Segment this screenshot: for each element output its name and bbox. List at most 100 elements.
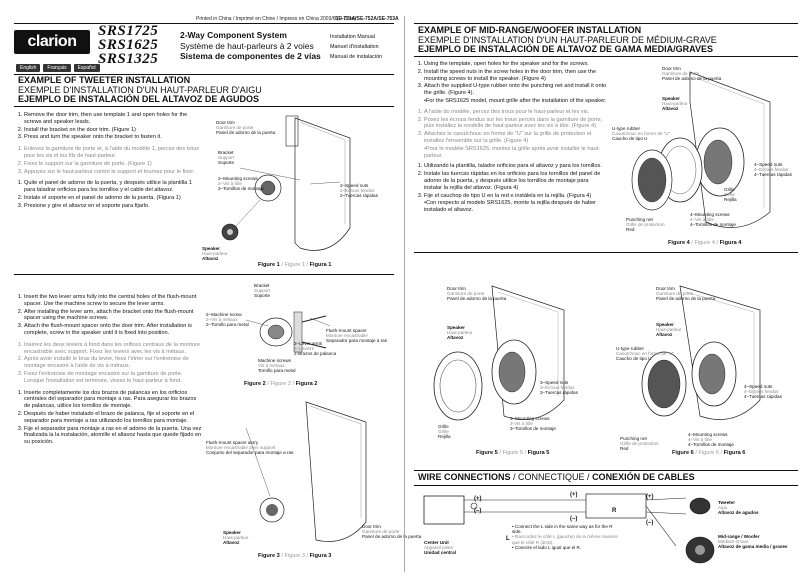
step: Fixez le support sur la garniture de por… <box>24 161 204 168</box>
step: Attachez le caoutchouc en forme de "U" s… <box>424 131 608 145</box>
step: A l'aide du modèle, percez des trous pou… <box>424 109 608 116</box>
label-speed-nuts-4: 4–Speed nuts 4–Ecrous fendus 4–Tuercas r… <box>754 162 792 178</box>
label-bracket-2: Bracket Support Soporte <box>254 283 271 299</box>
step: Posez les écrous fendus sur les trous pe… <box>424 117 608 131</box>
woofer-heading: EXAMPLE OF MID-RANGE/WOOFER INSTALLATION… <box>418 25 717 55</box>
product-title: 2-Way Component System Système de haut-p… <box>180 30 321 62</box>
wire-heading: WIRE CONNECTIONS / CONNECTIQUE / CONEXIÓ… <box>418 472 695 482</box>
label-door-trim-6: Door trim Garniture de porte Panel de ad… <box>656 286 716 302</box>
steps-fr-1: Enlevez la garniture de porte et, à l'ai… <box>14 146 204 175</box>
step: Fixez l'entretoise de montage encastré s… <box>24 371 204 385</box>
steps-es-2: Inserte completamente los dos brazos de … <box>14 390 204 446</box>
label-tweeter: Tweeter Aigu Altavoz de agudos <box>718 500 759 516</box>
wire-minus-3: (–) <box>646 520 654 526</box>
steps-en-2: Insert the two lever arms fully into the… <box>14 294 204 337</box>
wiring-diagram <box>423 493 715 564</box>
figure-1-diagram <box>221 115 351 251</box>
woofer-steps-es: Utilizando la plantilla, taladre orifici… <box>414 163 608 199</box>
manual-type: Installation Manual Manuel d'installatio… <box>330 32 382 62</box>
woofer-heading-es: EJEMPLO DE INSTALACIÓN DE ALTAVOZ DE GAM… <box>418 44 714 54</box>
manual-fr: Manuel d'installation <box>330 44 379 50</box>
label-bracket-1: Bracket Support Soporte <box>218 150 235 166</box>
step: Inserte completamente los dos brazos de … <box>24 390 204 410</box>
header-rule <box>14 23 394 24</box>
figure-5-diagram <box>433 285 565 421</box>
label-speaker-6: Speaker Haut-parleur Altavoz <box>656 322 682 338</box>
step: Appuyez sur le haut-parleur contre le su… <box>24 169 204 176</box>
figure-3-caption: Figure 3 / Figure 3 / Figura 3 <box>258 553 332 559</box>
label-door-trim-4: Door trim Garniture de porte Panel de ad… <box>662 66 722 82</box>
steps-es-1: Quite el panel de adorno de la puerta, y… <box>14 180 204 209</box>
step: Using the template, open holes for the s… <box>424 61 608 68</box>
steps-en-1: Remove the door trim, then use template … <box>14 112 204 141</box>
step: Presione y gire el altavoz en el soporte… <box>24 203 204 210</box>
label-door-trim-1: Door trim Garniture de porte Panel de ad… <box>216 120 276 136</box>
label-punching-net-4: Punching net Grille de protection Red <box>626 217 665 233</box>
label-mounting-screws-1: 2–Mounting screws 2–Vis à tôle 2–Tornill… <box>218 176 264 192</box>
label-speaker-3: Speaker Haut-parleur Altavoz <box>223 530 249 546</box>
label-speed-nuts-5: 3–Speed nuts 3–Ecrous fendus 3–Tuercas r… <box>540 380 578 396</box>
label-punching-net-6: Punching net Grille de protection Red <box>620 436 659 452</box>
label-speed-nuts-6: 4–Speed nuts 4–Ecrous fendus 4–Tuercas r… <box>744 384 782 400</box>
title-en: 2-Way Component System <box>180 30 287 40</box>
step: Fije el separador para montaje a ras en … <box>24 426 204 446</box>
woofer-heading-en: EXAMPLE OF MID-RANGE/WOOFER INSTALLATION <box>418 25 642 35</box>
tweeter-heading-es: EJEMPLO DE INSTALACIÓN DEL ALTAVOZ DE AG… <box>18 94 260 104</box>
label-mounting-screws-5: 3–Mounting screws 3-Vis à tôle 3–Tornill… <box>510 416 556 432</box>
clarion-logo: clarion <box>14 30 90 54</box>
tweeter-rule <box>14 74 394 75</box>
step: Enlevez la garniture de porte et, à l'ai… <box>24 146 204 160</box>
divider-1 <box>14 274 394 275</box>
woofer-note-fr: •Pour le modèle SRS1625, montez la grill… <box>424 145 601 159</box>
label-speaker-4: Speaker Haut-parleur Altavoz <box>662 96 688 112</box>
step: Fije el cauchop de tipo U en la red e in… <box>424 193 608 200</box>
steps-fr-2: Insérez les deux leviers à fond dans les… <box>14 342 204 385</box>
wire-minus-1: (–) <box>474 508 482 514</box>
label-u-rubber-4: U-type rubber Caoutchouc en forme de "U"… <box>612 126 671 142</box>
figure-4-caption: Figure 4 / Figure 4 / Figura 4 <box>668 240 742 246</box>
label-machine-screws-2: Machine screws Vis à métaux Tornillo par… <box>258 358 296 374</box>
label-u-rubber-6: U-type rubber Caoutchouc en forme de "U"… <box>616 346 675 362</box>
manual-en: Installation Manual <box>330 34 375 40</box>
wire-minus-2: (–) <box>570 516 578 522</box>
label-machine-screw-2: 2–Machine screw 2–Vis à métaux 2–Tornill… <box>206 312 249 328</box>
language-tabs: English Français Español <box>16 64 100 72</box>
woofer-steps-fr: A l'aide du modèle, percez des trous pou… <box>414 109 608 145</box>
label-grille-4: Grille Grille Rejilla <box>724 187 737 203</box>
wire-rule <box>414 470 798 471</box>
step: Attach the flush-mount spacer onto the d… <box>24 323 204 337</box>
step: Install the bracket on the door trim. (F… <box>24 127 204 134</box>
figure-5-caption: Figure 5 / Figure 5 / Figura 5 <box>476 450 550 456</box>
printed-note: Printed in China / Imprimé en Chine / Im… <box>196 16 357 22</box>
label-speaker-1: Speaker Haut-parleur Altavoz <box>202 246 228 262</box>
label-grille-5: Grille Grille Rejilla <box>438 424 451 440</box>
title-fr: Système de haut-parleurs à 2 voies <box>180 40 314 51</box>
wire-r-label: R <box>612 508 617 514</box>
label-door-trim-3: Door trim Garniture de porte Panel de ad… <box>362 524 422 540</box>
step: Press and turn the speaker onto the brac… <box>24 134 204 141</box>
tweeter-steps-1: Remove the door trim, then use template … <box>14 112 204 211</box>
woofer-rule-2 <box>414 56 798 57</box>
label-flush-assy-3: Flush-mount spacer ass'y Monture encastr… <box>206 440 294 456</box>
wire-connect-note: • Connect the L side in the same way as … <box>512 524 618 550</box>
model-2: SRS1625 <box>98 37 159 53</box>
figure-6-caption: Figure 6 / Figure 6 / Figura 6 <box>672 450 746 456</box>
wire-plus-1: (+) <box>474 496 482 502</box>
wire-rule-2 <box>414 485 798 486</box>
tweeter-heading: EXAMPLE OF TWEETER INSTALLATION EXEMPLE … <box>18 75 262 105</box>
woofer-note-es: •Con respecto al modelo SRS1625, monte l… <box>424 200 597 214</box>
wire-plus-2: (+) <box>570 492 578 498</box>
tweeter-rule-2 <box>14 106 394 107</box>
step: Instale el soporte en el panel de adorno… <box>24 195 204 202</box>
step: Install the speed nuts in the screw hole… <box>424 69 608 83</box>
model-3: SRS1325 <box>98 51 159 67</box>
lang-spanish: Español <box>73 64 100 72</box>
step: Insérez les deux leviers à fond dans les… <box>24 342 204 356</box>
label-mounting-screws-4: 4–Mounting screws 4–Vis à tôle 4–Tornill… <box>690 212 736 228</box>
divider-2 <box>414 252 798 253</box>
model-list: SRS1725 SRS1625 SRS1325 <box>98 24 159 67</box>
column-divider <box>404 16 405 572</box>
step: Remove the door trim, then use template … <box>24 112 204 126</box>
woofer-rule <box>414 23 798 24</box>
label-woofer: Mid-range / Woofer Médium-Grave Altavoz … <box>718 534 788 550</box>
